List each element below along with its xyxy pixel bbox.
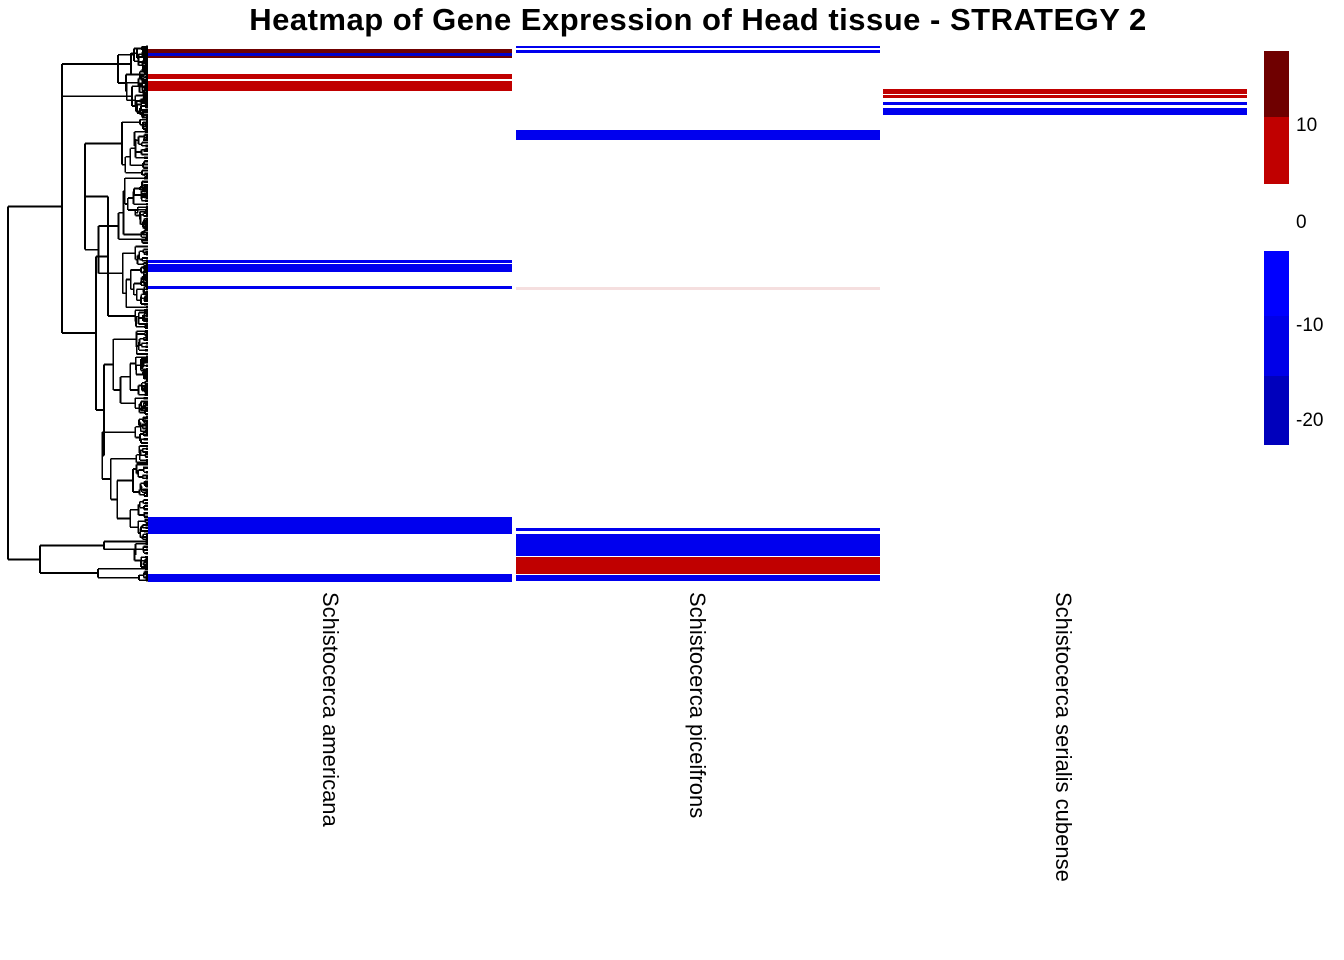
chart-title: Heatmap of Gene Expression of Head tissu… xyxy=(249,2,1147,37)
heatmap-band xyxy=(516,49,881,53)
legend-color-segment xyxy=(1264,251,1289,316)
heatmap-band xyxy=(516,574,881,581)
heatmap-band xyxy=(516,287,881,290)
heatmap-band xyxy=(882,101,1247,105)
heatmap-band xyxy=(148,573,513,582)
column-label-serialis-cubense: Schistocerca serialis cubense xyxy=(1051,592,1077,882)
legend-color-segment xyxy=(1264,51,1289,117)
legend-color-segment xyxy=(1264,117,1289,184)
heatmap-band xyxy=(882,107,1247,115)
legend-color-segment xyxy=(1264,316,1289,376)
legend-tick-label: 10 xyxy=(1296,115,1318,136)
heatmap-band xyxy=(882,89,1247,94)
heatmap-band xyxy=(148,264,513,272)
legend-color-segment xyxy=(1264,376,1289,445)
column-label-americana: Schistocerca americana xyxy=(318,592,344,827)
heatmap-band xyxy=(148,53,513,56)
heatmap-band xyxy=(148,73,513,79)
heatmap-band xyxy=(148,55,513,58)
heatmap-band xyxy=(148,48,513,53)
heatmap-band xyxy=(148,286,513,289)
heatmap-grid xyxy=(148,44,1248,582)
heatmap-band xyxy=(148,81,513,91)
heatmap-band xyxy=(148,260,513,263)
heatmap-band xyxy=(516,527,881,531)
heatmap-band xyxy=(516,45,881,48)
heatmap-band xyxy=(516,556,881,574)
heatmap-band xyxy=(882,94,1247,98)
legend-tick-label: 0 xyxy=(1296,212,1307,233)
legend-tick-label: -20 xyxy=(1296,410,1324,431)
column-label-piceifrons: Schistocerca piceifrons xyxy=(685,592,711,819)
heatmap-band xyxy=(516,534,881,556)
legend-tick-label: -10 xyxy=(1296,315,1324,336)
heatmap-band xyxy=(148,517,513,534)
heatmap-band xyxy=(516,130,881,140)
